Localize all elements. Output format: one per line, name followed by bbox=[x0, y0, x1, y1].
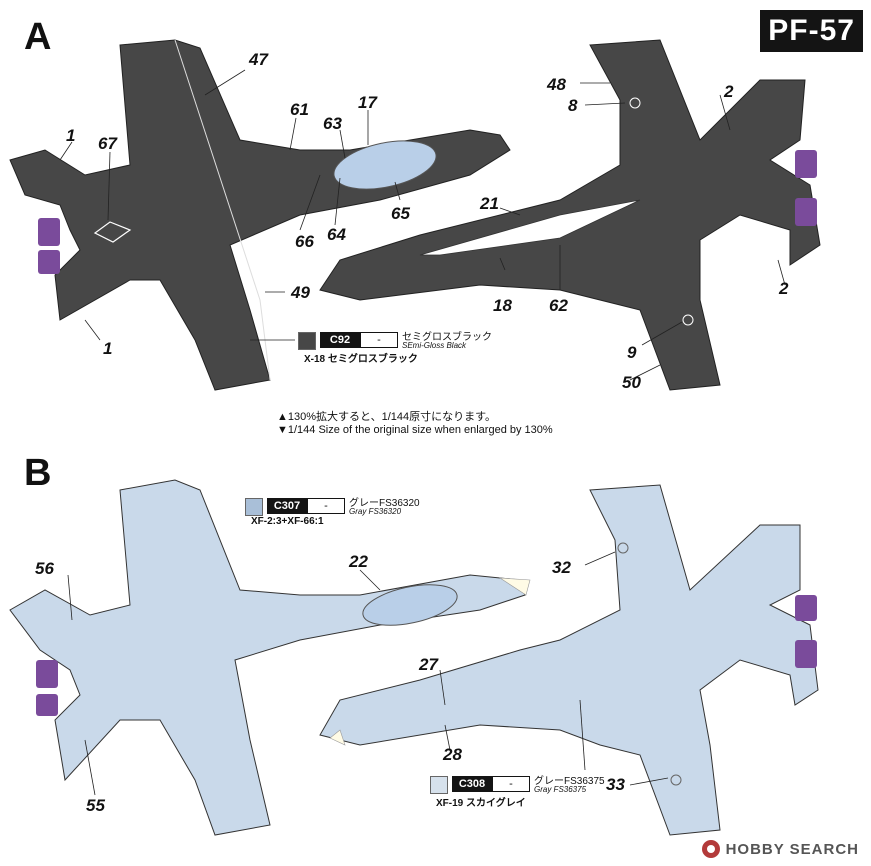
hobby-search-logo-icon bbox=[701, 840, 720, 858]
leader-lines bbox=[59, 69, 786, 796]
paint-mix: X-18 セミグロスブラック bbox=[304, 354, 418, 365]
color-code: C307 bbox=[267, 498, 307, 514]
section-letter-a: A bbox=[24, 16, 52, 58]
callout-a-9: 9 bbox=[627, 343, 637, 362]
section-letter-b: B bbox=[24, 452, 52, 494]
legend-c92: C92 - セミグロスブラック SEmi-Gloss Black X-18 セミ… bbox=[298, 332, 498, 366]
callout-b-28: 28 bbox=[443, 745, 462, 764]
callout-b-56: 56 bbox=[35, 559, 54, 578]
scale-note-jp: ▲130%拡大すると、1/144原寸になります。 bbox=[277, 411, 497, 423]
paint-mix: XF-19 スカイグレイ bbox=[436, 798, 526, 809]
color-swatch bbox=[298, 332, 316, 350]
callout-a-48: 48 bbox=[547, 75, 566, 94]
color-code: C308 bbox=[452, 776, 492, 792]
callout-a-2-top: 2 bbox=[724, 82, 734, 101]
product-code-badge: PF-57 bbox=[760, 10, 863, 52]
legend-c307: C307 - グレーFS36320 Gray FS36320 XF-2:3+XF… bbox=[245, 498, 445, 532]
watermark: HOBBY SEARCH bbox=[701, 840, 859, 858]
color-name-en: Gray FS36320 bbox=[349, 507, 402, 516]
callout-b-27: 27 bbox=[419, 655, 438, 674]
color-code: C92 bbox=[320, 332, 360, 348]
callout-a-65: 65 bbox=[391, 204, 410, 223]
callout-a-18: 18 bbox=[493, 296, 512, 315]
callout-a-63: 63 bbox=[323, 114, 342, 133]
callout-b-55: 55 bbox=[86, 796, 105, 815]
color-name-jp: グレーFS36320 bbox=[349, 498, 420, 509]
callout-a-8: 8 bbox=[568, 96, 578, 115]
watermark-text: HOBBY SEARCH bbox=[725, 840, 859, 858]
scale-note-en: ▼1/144 Size of the original size when en… bbox=[277, 424, 553, 436]
jet-a-bottom-view bbox=[319, 39, 821, 391]
callout-a-17: 17 bbox=[358, 93, 377, 112]
callout-a-49: 49 bbox=[291, 283, 310, 302]
color-name-jp: グレーFS36375 bbox=[534, 776, 605, 787]
legend-c308: C308 - グレーFS36375 Gray FS36375 XF-19 スカイ… bbox=[430, 776, 630, 810]
color-name-jp: セミグロスブラック bbox=[402, 332, 492, 343]
jet-b-bottom-view bbox=[319, 484, 819, 836]
jet-a-top-view bbox=[9, 39, 511, 391]
color-code-alt: - bbox=[492, 776, 530, 792]
callout-b-22: 22 bbox=[349, 552, 368, 571]
callout-a-62: 62 bbox=[549, 296, 568, 315]
paint-mix: XF-2:3+XF-66:1 bbox=[251, 516, 324, 527]
callout-a-47: 47 bbox=[249, 50, 268, 69]
callout-a-2-bottom: 2 bbox=[779, 279, 789, 298]
callout-a-67: 67 bbox=[98, 134, 117, 153]
color-swatch bbox=[245, 498, 263, 516]
color-swatch bbox=[430, 776, 448, 794]
callout-a-61: 61 bbox=[290, 100, 309, 119]
callout-a-21: 21 bbox=[480, 194, 499, 213]
callout-a-50: 50 bbox=[622, 373, 641, 392]
callout-a-66: 66 bbox=[295, 232, 314, 251]
callout-b-32: 32 bbox=[552, 558, 571, 577]
callout-a-1-bottom: 1 bbox=[103, 339, 113, 358]
callout-a-1-left: 1 bbox=[66, 126, 76, 145]
callout-a-64: 64 bbox=[327, 225, 346, 244]
color-name-en: SEmi-Gloss Black bbox=[402, 341, 467, 350]
callout-b-33: 33 bbox=[606, 775, 625, 794]
color-name-en: Gray FS36375 bbox=[534, 785, 587, 794]
jet-b-top-view bbox=[9, 479, 531, 836]
color-code-alt: - bbox=[360, 332, 398, 348]
color-code-alt: - bbox=[307, 498, 345, 514]
